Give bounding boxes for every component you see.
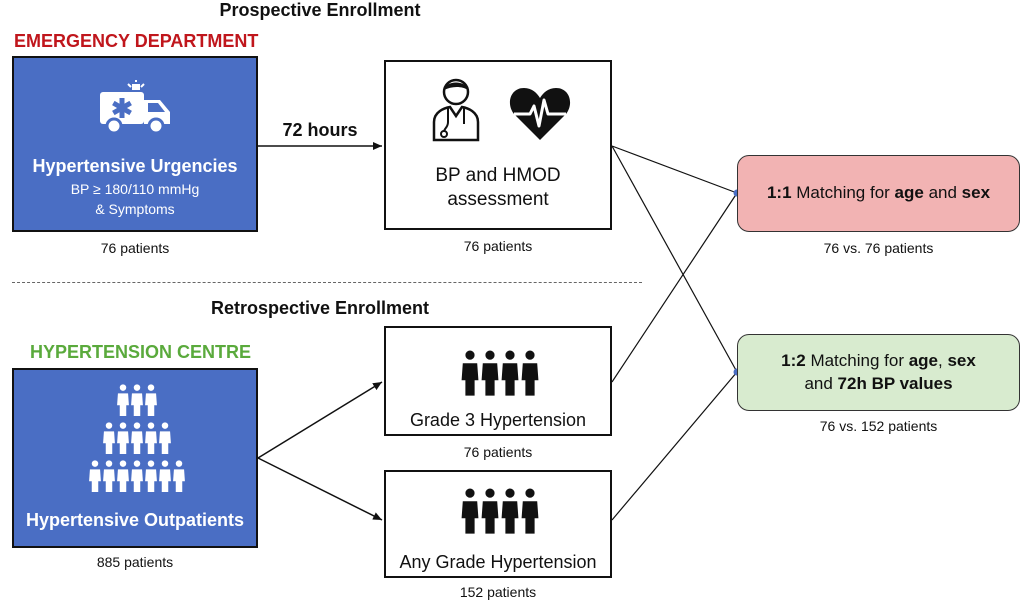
doctor-icon [432, 78, 480, 142]
person-figure-icon [500, 349, 520, 397]
person-figure-icon [130, 383, 144, 417]
matching-1-1-age: age [894, 183, 924, 203]
prospective-heading: Prospective Enrollment [219, 0, 421, 20]
grade3-patient-count: 76 patients [463, 444, 533, 460]
hypertensive-urgencies-box: Hypertensive Urgencies BP ≥ 180/110 mmHg… [12, 56, 258, 232]
person-figure-icon [130, 459, 144, 493]
person-figure-icon [144, 383, 158, 417]
person-figure-icon [460, 487, 480, 535]
heart-ecg-icon [509, 88, 571, 140]
section-divider [12, 282, 642, 283]
person-figure-icon [144, 421, 158, 455]
matching-1-2-line2: and 72h BP values [804, 373, 952, 395]
emergency-department-label: EMERGENCY DEPARTMENT [14, 31, 259, 51]
matching-1-2-text-b: , [938, 351, 948, 371]
person-figure-icon [102, 459, 116, 493]
matching-1-1-ratio: 1:1 [766, 183, 792, 203]
matching-1-1-text-a: Matching for [791, 183, 895, 203]
matching-1-2-count: 76 vs. 152 patients [819, 418, 938, 434]
person-figure-icon [460, 349, 480, 397]
any-grade-hypertension-box: Any Grade Hypertension [384, 470, 612, 578]
person-figure-icon [480, 349, 500, 397]
people-group-icon [460, 487, 540, 535]
grade3-title: Grade 3 Hypertension [409, 410, 587, 430]
arrow-outpatients-to-anygrade [257, 457, 383, 521]
matching-1-1-sex: sex [961, 183, 991, 203]
person-figure-icon [116, 421, 130, 455]
matching-1-2-sex: sex [947, 351, 976, 371]
grade3-hypertension-box: Grade 3 Hypertension [384, 326, 612, 436]
person-figure-icon [172, 459, 186, 493]
matching-1-2-box: 1:2 Matching for age, sex and 72h BP val… [737, 334, 1020, 411]
person-figure-icon [116, 383, 130, 417]
arrow-outpatients-to-grade3 [257, 381, 383, 459]
person-figure-icon [500, 487, 520, 535]
ed-patient-count: 76 patients [100, 240, 170, 256]
assessment-line2: assessment [447, 189, 549, 210]
person-figure-icon [520, 349, 540, 397]
person-figure-icon [158, 459, 172, 493]
any-grade-title: Any Grade Hypertension [399, 552, 597, 572]
arrow-label-72-hours: 72 hours [282, 120, 358, 140]
any-grade-patient-count: 152 patients [459, 584, 537, 600]
matching-1-2-line1: 1:2 Matching for age, sex [781, 350, 976, 372]
people-pyramid-icon [88, 383, 186, 493]
matching-1-1-box: 1:1 Matching for age and sex [737, 155, 1020, 232]
line-grade3-to-match1 [611, 192, 738, 383]
line-assessment-to-match1 [611, 145, 738, 194]
person-figure-icon [520, 487, 540, 535]
matching-1-1-text-b: and [923, 183, 962, 203]
outpatient-patient-count: 885 patients [96, 554, 174, 570]
matching-1-2-bp-values: 72h BP values [837, 373, 953, 393]
matching-1-1-text: 1:1 Matching for age and sex [767, 182, 990, 204]
hypertension-centre-label: HYPERTENSION CENTRE [30, 342, 252, 362]
person-figure-icon [116, 459, 130, 493]
assessment-patient-count: 76 patients [463, 238, 533, 254]
matching-1-2-text-a: Matching for [805, 351, 909, 371]
assessment-line1: BP and HMOD [435, 165, 561, 186]
person-figure-icon [102, 421, 116, 455]
matching-1-2-text-c: and [804, 373, 838, 393]
people-group-icon [460, 349, 540, 397]
matching-1-2-ratio: 1:2 [781, 351, 806, 371]
retrospective-heading: Retrospective Enrollment [210, 298, 430, 318]
matching-1-2-age: age [908, 351, 939, 371]
bp-threshold-text: BP ≥ 180/110 mmHg [70, 181, 200, 197]
line-assessment-to-match2 [611, 145, 738, 373]
person-figure-icon [88, 459, 102, 493]
person-figure-icon [480, 487, 500, 535]
hypertensive-urgencies-title: Hypertensive Urgencies [32, 156, 238, 176]
ambulance-icon [100, 80, 170, 135]
matching-1-1-count: 76 vs. 76 patients [823, 240, 934, 256]
person-figure-icon [144, 459, 158, 493]
hypertensive-outpatients-title: Hypertensive Outpatients [25, 510, 245, 530]
person-figure-icon [130, 421, 144, 455]
hypertensive-outpatients-box: Hypertensive Outpatients [12, 368, 258, 548]
bp-hmod-assessment-box: BP and HMOD assessment [384, 60, 612, 230]
symptoms-text: & Symptoms [95, 201, 175, 217]
person-figure-icon [158, 421, 172, 455]
line-anygrade-to-match2 [611, 371, 738, 521]
